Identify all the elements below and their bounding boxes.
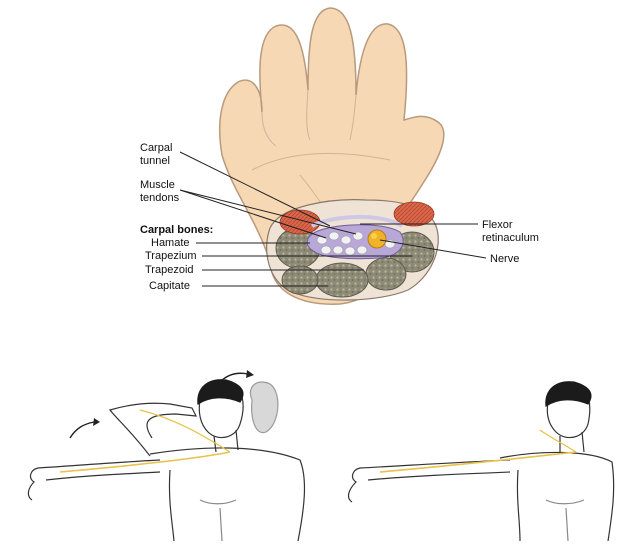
label-carpal-tunnel-1: Carpal — [140, 142, 172, 154]
label-trapezium: Trapezium — [145, 250, 197, 262]
arm-extended — [349, 460, 510, 502]
abs-line — [566, 508, 568, 541]
hand-illustration — [220, 8, 444, 304]
label-flexor-2: retinaculum — [482, 232, 539, 244]
stretch-illustration-right — [349, 382, 614, 541]
stretch-illustration-left — [28, 370, 304, 541]
muscle-right — [394, 202, 434, 226]
label-muscle-tendons-1: Muscle — [140, 179, 175, 191]
torso — [500, 452, 614, 541]
label-carpal-bones-heading: Carpal bones: — [140, 224, 213, 236]
label-capitate: Capitate — [149, 280, 190, 292]
label-carpal-tunnel-2: tunnel — [140, 155, 170, 167]
nerve-path — [60, 452, 230, 472]
arrow-head-icon — [246, 370, 254, 378]
chest-line — [546, 500, 584, 504]
ghost-head — [250, 382, 277, 433]
nerve-path — [380, 452, 576, 472]
torso — [150, 448, 304, 541]
arm-raised — [110, 403, 196, 456]
chest-line — [200, 500, 236, 504]
label-flexor-1: Flexor — [482, 219, 513, 231]
abs-line — [220, 508, 222, 541]
label-muscle-tendons-2: tendons — [140, 192, 180, 204]
bone-trapezoid — [366, 258, 406, 290]
label-hamate: Hamate — [151, 237, 190, 249]
arm-extended — [28, 460, 160, 500]
arrow-icon — [70, 422, 94, 438]
muscle-left — [280, 210, 320, 234]
arrow-head-icon — [93, 418, 100, 426]
label-trapezoid: Trapezoid — [145, 264, 194, 276]
bone-capitate — [316, 263, 368, 297]
label-nerve: Nerve — [490, 253, 519, 265]
median-nerve — [368, 230, 386, 248]
